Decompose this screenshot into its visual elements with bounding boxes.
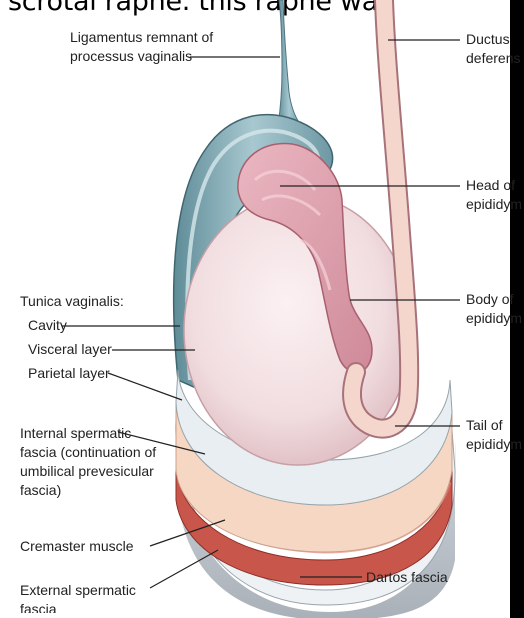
- label-internal-line4: fascia): [20, 481, 156, 500]
- label-internal-line1: Internal spermatic: [20, 424, 156, 443]
- label-external-spermatic-fascia: External spermatic fascia: [20, 581, 136, 613]
- label-head-line2: epididym: [466, 195, 522, 214]
- label-ductus-line1: Ductus: [466, 30, 520, 49]
- label-tail-line2: epididym: [466, 435, 522, 454]
- label-parietal-layer: Parietal layer: [28, 364, 110, 383]
- label-head-of-epididymis: Head of epididym: [466, 176, 522, 214]
- label-head-line1: Head of: [466, 176, 522, 195]
- leader-parietal: [108, 373, 182, 400]
- label-ductus-deferens: Ductus deferens: [466, 30, 520, 68]
- label-ligamentus: Ligamentus remnant of processus vaginali…: [70, 28, 213, 66]
- label-visceral-layer: Visceral layer: [28, 340, 112, 359]
- label-tail-of-epididymis: Tail of epididym: [466, 416, 522, 454]
- label-cremaster-muscle: Cremaster muscle: [20, 537, 134, 556]
- label-body-line1: Body of: [466, 290, 522, 309]
- label-tunica-heading: Tunica vaginalis:: [20, 292, 124, 311]
- label-internal-line3: umbilical prevesicular: [20, 462, 156, 481]
- label-cavity: Cavity: [28, 316, 67, 335]
- label-tail-line1: Tail of: [466, 416, 522, 435]
- label-ductus-line2: deferens: [466, 49, 520, 68]
- label-dartos-fascia: Dartos fascia: [366, 568, 448, 587]
- label-ligamentus-line2: processus vaginalis: [70, 47, 213, 66]
- label-internal-spermatic-fascia: Internal spermatic fascia (continuation …: [20, 424, 156, 500]
- label-internal-line2: fascia (continuation of: [20, 443, 156, 462]
- label-ligamentus-line1: Ligamentus remnant of: [70, 28, 213, 47]
- ligamentus-remnant-shape: [278, 0, 300, 126]
- label-body-of-epididymis: Body of epididym: [466, 290, 522, 328]
- label-external-line1: External spermatic: [20, 581, 136, 600]
- label-external-line2: fascia: [20, 600, 136, 613]
- label-body-line2: epididym: [466, 309, 522, 328]
